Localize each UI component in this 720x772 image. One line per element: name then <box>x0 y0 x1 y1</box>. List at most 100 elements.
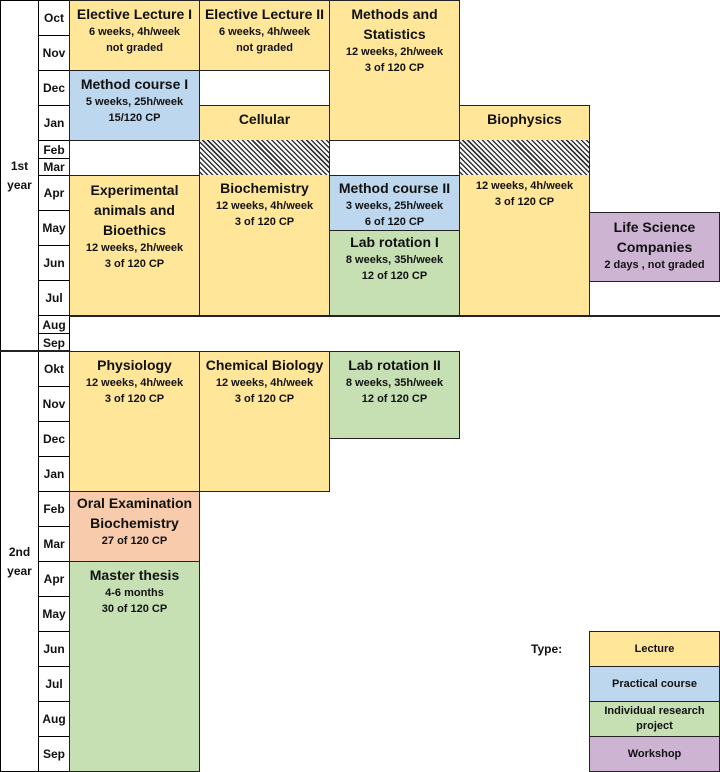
course-methods-statistics: Methods and Statistics 12 weeks, 2h/week… <box>329 0 460 141</box>
course-credits: 3 of 120 CP <box>104 258 165 270</box>
course-credits: 27 of 120 CP <box>101 535 168 547</box>
course-title-line1: Oral Examination <box>76 495 193 511</box>
month-y2-mar: Mar <box>38 526 70 562</box>
year-1-line2: year <box>7 178 32 192</box>
course-elective-lecture-1: Elective Lecture I 6 weeks, 4h/week not … <box>69 0 200 71</box>
course-credits: 3 of 120 CP <box>104 393 165 405</box>
legend-label-line1: Individual research <box>604 705 705 717</box>
year-1-line1: 1st <box>10 159 29 173</box>
month-y1-may: May <box>38 210 70 246</box>
course-cellular: Cellular <box>199 105 330 141</box>
course-oral-examination: Oral Examination Biochemistry 27 of 120 … <box>69 491 200 562</box>
course-credits: 12 of 120 CP <box>361 393 428 405</box>
course-title-line1: Experimental <box>90 182 179 198</box>
month-y2-aug: Aug <box>38 701 70 737</box>
month-y1-apr: Apr <box>38 175 70 211</box>
month-y1-aug: Aug <box>38 315 70 334</box>
course-biophysics-details: 12 weeks, 4h/week 3 of 120 CP <box>459 175 590 316</box>
month-y1-jun: Jun <box>38 245 70 281</box>
legend-individual-research: Individual research project <box>589 701 720 737</box>
course-title: Elective Lecture I <box>76 6 193 22</box>
month-y1-mar: Mar <box>38 158 70 176</box>
month-y2-okt: Okt <box>38 351 70 387</box>
course-title-line2: Statistics <box>363 26 426 42</box>
course-elective-lecture-2: Elective Lecture II 6 weeks, 4h/week not… <box>199 0 330 71</box>
course-credits: 3 of 120 CP <box>494 196 555 208</box>
course-master-thesis: Master thesis 4-6 months 30 of 120 CP <box>69 561 200 772</box>
semester-break-hatch <box>199 140 330 176</box>
course-title-line1: Life Science <box>613 219 696 235</box>
course-title: Chemical Biology <box>205 357 324 373</box>
course-life-science-companies: Life Science Companies 2 days , not grad… <box>589 212 720 282</box>
semester-break-hatch <box>459 140 590 176</box>
month-y1-dec: Dec <box>38 70 70 106</box>
course-credits: not graded <box>106 42 163 54</box>
divider <box>69 315 720 317</box>
course-title-line2: Companies <box>616 239 693 255</box>
course-credits: 30 of 120 CP <box>101 603 168 615</box>
course-experimental-animals: Experimental animals and Bioethics 12 we… <box>69 175 200 316</box>
empty-slot <box>329 140 460 176</box>
legend-workshop: Workshop <box>589 736 720 772</box>
course-credits: not graded <box>236 42 293 54</box>
course-hours: 12 weeks, 2h/week <box>345 46 444 58</box>
month-y2-feb: Feb <box>38 491 70 527</box>
course-title: Biochemistry <box>220 180 309 196</box>
month-y2-may: May <box>38 596 70 632</box>
course-hours: 12 weeks, 4h/week <box>215 377 314 389</box>
month-y1-sep: Sep <box>38 333 70 352</box>
course-hours: 12 weeks, 4h/week <box>85 377 184 389</box>
year-divider <box>0 350 69 352</box>
course-title: Elective Lecture II <box>204 6 325 22</box>
course-title-line3: Bioethics <box>102 222 166 238</box>
empty-slot <box>199 70 330 106</box>
course-hours: 12 weeks, 4h/week <box>215 200 314 212</box>
course-physiology: Physiology 12 weeks, 4h/week 3 of 120 CP <box>69 351 200 492</box>
month-y2-apr: Apr <box>38 561 70 597</box>
course-biochemistry: Biochemistry 12 weeks, 4h/week 3 of 120 … <box>199 175 330 316</box>
month-y2-nov: Nov <box>38 386 70 422</box>
course-title: Lab rotation I <box>350 234 439 250</box>
month-y2-jun: Jun <box>38 631 70 667</box>
legend-title: Type: <box>531 642 563 656</box>
course-lab-rotation-2: Lab rotation II 8 weeks, 35h/week 12 of … <box>329 351 460 439</box>
legend-lecture: Lecture <box>589 631 720 667</box>
legend-label-line2: project <box>636 720 673 732</box>
course-title: Method course I <box>80 76 189 92</box>
month-y2-sep: Sep <box>38 736 70 772</box>
course-title-line1: Methods and <box>351 6 438 22</box>
course-title-line2: Biochemistry <box>90 515 179 531</box>
year-2-line2: year <box>7 563 32 578</box>
course-title: Master thesis <box>89 567 180 583</box>
month-y1-nov: Nov <box>38 35 70 71</box>
course-title: Lab rotation II <box>348 357 441 373</box>
empty-slot <box>69 140 200 176</box>
course-duration: 4-6 months <box>105 587 164 599</box>
month-y2-dec: Dec <box>38 421 70 457</box>
month-y2-jan: Jan <box>38 456 70 492</box>
course-credits: 6 of 120 CP <box>364 216 425 228</box>
month-y1-feb: Feb <box>38 140 70 159</box>
course-credits: 3 of 120 CP <box>234 216 295 228</box>
course-title: Physiology <box>97 357 172 373</box>
course-title: Cellular <box>238 111 291 127</box>
course-chemical-biology: Chemical Biology 12 weeks, 4h/week 3 of … <box>199 351 330 492</box>
course-title: Method course II <box>338 180 451 196</box>
course-hours: 5 weeks, 25h/week <box>85 96 184 108</box>
month-y1-jan: Jan <box>38 105 70 141</box>
course-hours: 12 weeks, 2h/week <box>85 242 184 254</box>
course-title: Biophysics <box>487 111 562 127</box>
course-hours: 6 weeks, 4h/week <box>218 26 311 38</box>
course-lab-rotation-1: Lab rotation I 8 weeks, 35h/week 12 of 1… <box>329 230 460 316</box>
course-biophysics: Biophysics <box>459 105 590 141</box>
month-y1-jul: Jul <box>38 280 70 316</box>
month-y2-jul: Jul <box>38 666 70 702</box>
course-details: 2 days , not graded <box>604 259 705 271</box>
course-credits: 12 of 120 CP <box>361 270 428 282</box>
course-hours: 8 weeks, 35h/week <box>345 254 444 266</box>
course-credits: 15/120 CP <box>108 112 161 124</box>
legend-practical-course: Practical course <box>589 666 720 702</box>
course-title-line2: animals and <box>94 202 175 218</box>
course-hours: 3 weeks, 25h/week <box>345 200 444 212</box>
course-credits: 3 of 120 CP <box>234 393 295 405</box>
